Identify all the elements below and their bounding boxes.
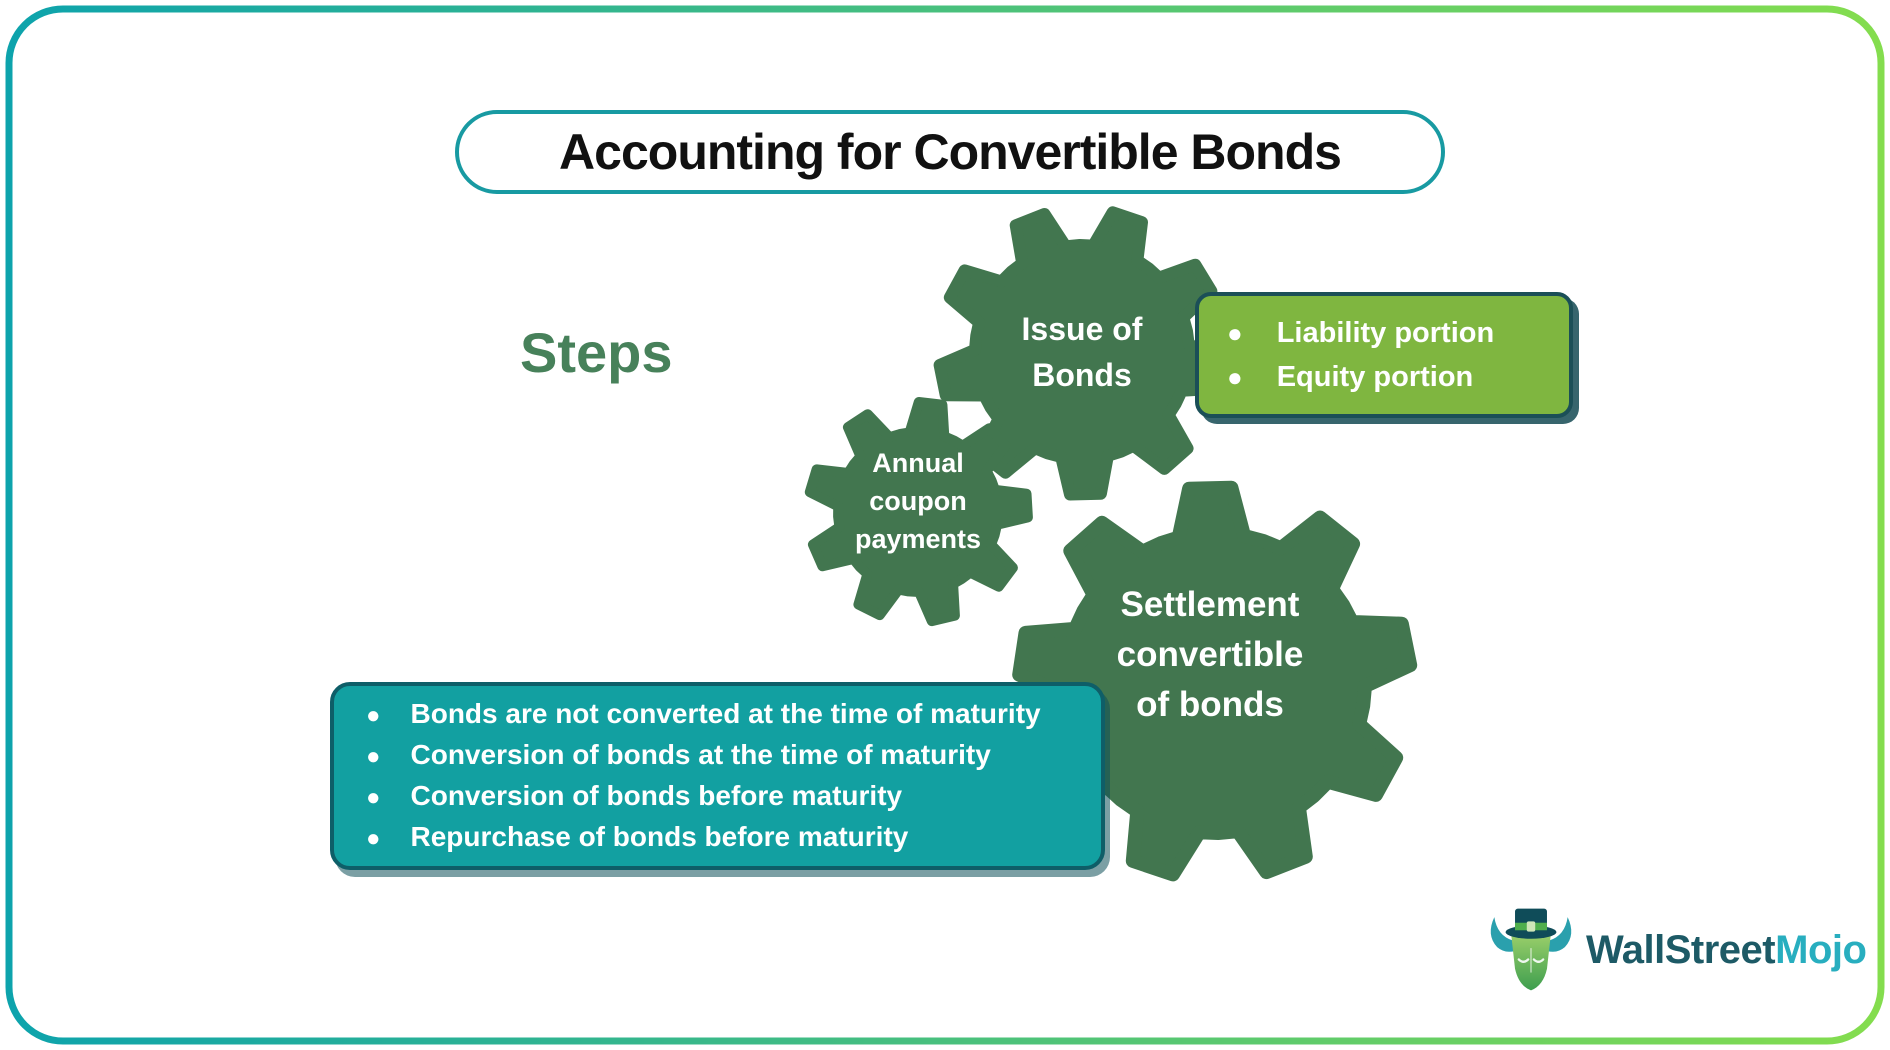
list-item: ● Conversion of bonds at the time of matu… [366, 735, 1041, 776]
bullet-icon: ● [1227, 362, 1243, 392]
list-item: ● Liability portion [1227, 311, 1494, 355]
bull-mascot-icon [1490, 908, 1572, 991]
list-item-text: Bonds are not converted at the time of m… [410, 698, 1041, 729]
gear-label-line: convertible [1116, 635, 1304, 674]
gear-label-line: coupon [869, 486, 967, 516]
brand-text-mojo: Mojo [1775, 927, 1867, 972]
steps-heading: Steps [520, 321, 673, 384]
issue-breakdown-list: ● Liability portion ● Equity portion [1227, 311, 1494, 399]
gear-label-line: Settlement [1120, 585, 1300, 624]
list-item-text: Repurchase of bonds before maturity [410, 821, 909, 852]
gear-label-line: of bonds [1136, 685, 1284, 724]
settlement-scenarios-callout: ● Bonds are not converted at the time of … [330, 682, 1105, 870]
page-frame-border [5, 5, 1885, 1045]
gear-label-line: payments [854, 524, 982, 554]
list-item-text: Conversion of bonds before maturity [410, 780, 903, 811]
bullet-icon: ● [366, 825, 381, 852]
brand-wordmark: WallStreetMojo [1586, 927, 1867, 973]
gear-icon-settlement-convertible-bonds [1012, 480, 1418, 882]
list-item: ● Equity portion [1227, 355, 1494, 399]
list-item: ● Conversion of bonds before maturity [366, 776, 1041, 817]
brand-text-wallstreet: WallStreet [1586, 927, 1776, 972]
gear-label-line: Bonds [1032, 357, 1132, 393]
issue-breakdown-callout: ● Liability portion ● Equity portion [1195, 292, 1573, 418]
list-item: ● Bonds are not converted at the time of … [366, 694, 1041, 735]
gear-label-line: Annual [872, 448, 964, 478]
gear-label-line: Issue of [1021, 311, 1143, 347]
bullet-icon: ● [1227, 318, 1243, 348]
list-item: ● Repurchase of bonds before maturity [366, 817, 1041, 858]
settlement-scenarios-list: ● Bonds are not converted at the time of … [366, 694, 1041, 858]
list-item-text: Conversion of bonds at the time of matur… [410, 739, 991, 770]
list-item-text: Equity portion [1276, 361, 1474, 393]
bullet-icon: ● [366, 702, 381, 729]
bullet-icon: ● [366, 743, 381, 770]
page-title: Accounting for Convertible Bonds [455, 110, 1445, 194]
gear-label-settlement-convertible-bonds: Settlement convertible of bonds [1117, 580, 1304, 730]
gear-label-annual-coupon-payments: Annual coupon payments [855, 444, 981, 558]
gear-label-issue-of-bonds: Issue of Bonds [1022, 306, 1143, 398]
bullet-icon: ● [366, 784, 381, 811]
wallstreetmojo-logo: WallStreetMojo [1484, 903, 1867, 997]
list-item-text: Liability portion [1276, 317, 1495, 349]
gear-icon-annual-coupon-payments [804, 397, 1033, 627]
